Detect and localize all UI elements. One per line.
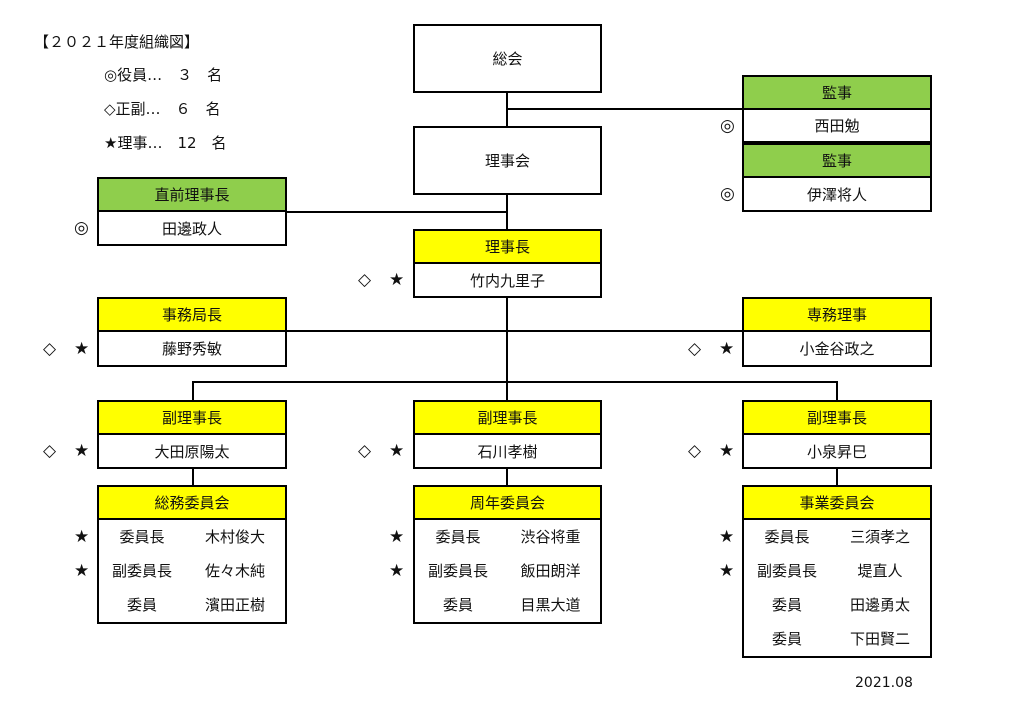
executive-director-mark-star: ★ <box>719 339 735 359</box>
committee-member-row: 副委員長 佐々木純 <box>99 554 285 588</box>
committee-anniversary-members: 委員長 渋谷将重 副委員長 飯田朗洋 委員 目黒大道 <box>413 520 602 624</box>
committee-business-title: 事業委員会 <box>742 485 932 520</box>
vice1-name: 大田原陽太 <box>97 435 287 469</box>
general-assembly-box: 総会 <box>413 24 602 93</box>
connector-vice2-committee <box>506 468 508 486</box>
committee-member-row: 委員長 三須孝之 <box>744 520 930 554</box>
vice1-mark-star: ★ <box>74 441 90 461</box>
member-name: 下田賢二 <box>849 630 910 648</box>
chair-mark-star: ★ <box>389 270 405 290</box>
member-name: 三須孝之 <box>849 528 910 546</box>
member-role: 委員長 <box>764 528 810 546</box>
vice3-mark-star: ★ <box>719 441 735 461</box>
member-role: 副委員長 <box>427 562 488 580</box>
vice2-mark-diamond: ◇ <box>358 441 372 461</box>
member-role: 委員長 <box>119 528 165 546</box>
past-chair-title: 直前理事長 <box>97 177 287 212</box>
member-role: 副委員長 <box>756 562 817 580</box>
vice3-mark-diamond: ◇ <box>688 441 702 461</box>
member-role: 委員 <box>771 630 802 648</box>
member-name: 濱田正樹 <box>204 596 265 614</box>
committee-anniversary-title: 周年委員会 <box>413 485 602 520</box>
legend-directors: ★理事… 12 名 <box>104 134 227 152</box>
committee-member-row: 委員 濱田正樹 <box>99 588 285 622</box>
member-star: ★ <box>389 527 405 547</box>
connector-vice3-committee <box>836 468 838 486</box>
member-name: 渋谷将重 <box>520 528 581 546</box>
legend-chairs: ◇正副… ６ 名 <box>104 100 221 118</box>
member-star: ★ <box>74 527 90 547</box>
member-star: ★ <box>719 527 735 547</box>
member-role: 副委員長 <box>111 562 172 580</box>
legend-officers: ◎役員… ３ 名 <box>104 66 223 84</box>
connector-vice-branch <box>192 381 838 383</box>
member-name: 佐々木純 <box>204 562 265 580</box>
vice3-name: 小泉昇巳 <box>742 435 932 469</box>
auditor1-title: 監事 <box>742 75 932 110</box>
member-name: 目黒大道 <box>520 596 581 614</box>
committee-member-row: 委員長 渋谷将重 <box>415 520 600 554</box>
auditor2-mark: ◎ <box>720 184 735 204</box>
auditor2-title: 監事 <box>742 143 932 178</box>
member-name: 堤直人 <box>857 562 903 580</box>
legend-title: 【２０２１年度組織図】 <box>34 33 200 51</box>
member-role: 委員 <box>442 596 473 614</box>
connector-auditors <box>506 108 742 110</box>
executive-director-title: 専務理事 <box>742 297 932 332</box>
connector-chair-vices <box>506 297 508 401</box>
secretary-general-mark-star: ★ <box>74 339 90 359</box>
member-role: 委員 <box>126 596 157 614</box>
committee-member-row: 委員長 木村俊大 <box>99 520 285 554</box>
auditor2-name: 伊澤将人 <box>742 178 932 212</box>
connector-vice1 <box>192 381 194 401</box>
vice2-mark-star: ★ <box>389 441 405 461</box>
committee-member-row: 委員 目黒大道 <box>415 588 600 622</box>
chair-title: 理事長 <box>413 229 602 264</box>
member-name: 田邊勇太 <box>849 596 910 614</box>
committee-general-affairs-title: 総務委員会 <box>97 485 287 520</box>
committee-general-affairs-members: 委員長 木村俊大 副委員長 佐々木純 委員 濱田正樹 <box>97 520 287 624</box>
committee-member-row: 副委員長 飯田朗洋 <box>415 554 600 588</box>
member-name: 飯田朗洋 <box>520 562 581 580</box>
executive-director-mark-diamond: ◇ <box>688 339 702 359</box>
chair-name: 竹内九里子 <box>413 264 602 298</box>
connector-vice1-committee <box>192 468 194 486</box>
committee-business-members: 委員長 三須孝之 副委員長 堤直人 委員 田邊勇太 委員 下田賢二 <box>742 520 932 658</box>
connector-vice3 <box>836 381 838 401</box>
vice3-title: 副理事長 <box>742 400 932 435</box>
secretary-general-name: 藤野秀敏 <box>97 332 287 367</box>
vice2-title: 副理事長 <box>413 400 602 435</box>
secretary-general-title: 事務局長 <box>97 297 287 332</box>
secretary-general-mark-diamond: ◇ <box>43 339 57 359</box>
committee-member-row: 副委員長 堤直人 <box>744 554 930 588</box>
vice1-title: 副理事長 <box>97 400 287 435</box>
committee-member-row: 委員 下田賢二 <box>744 622 930 656</box>
member-star: ★ <box>719 561 735 581</box>
committee-member-row: 委員 田邊勇太 <box>744 588 930 622</box>
chair-mark-diamond: ◇ <box>358 270 372 290</box>
connector-secretariat <box>287 330 743 332</box>
vice2-name: 石川孝樹 <box>413 435 602 469</box>
auditor1-name: 西田勉 <box>742 110 932 143</box>
member-star: ★ <box>74 561 90 581</box>
member-star: ★ <box>389 561 405 581</box>
connector-past-chair <box>287 211 508 213</box>
auditor1-mark: ◎ <box>720 116 735 136</box>
executive-director-name: 小金谷政之 <box>742 332 932 367</box>
board-box: 理事会 <box>413 126 602 195</box>
member-name: 木村俊大 <box>204 528 265 546</box>
date-label: 2021.08 <box>855 675 913 691</box>
past-chair-name: 田邊政人 <box>97 212 287 246</box>
past-chair-mark: ◎ <box>74 218 89 238</box>
member-role: 委員長 <box>435 528 481 546</box>
vice1-mark-diamond: ◇ <box>43 441 57 461</box>
member-role: 委員 <box>771 596 802 614</box>
